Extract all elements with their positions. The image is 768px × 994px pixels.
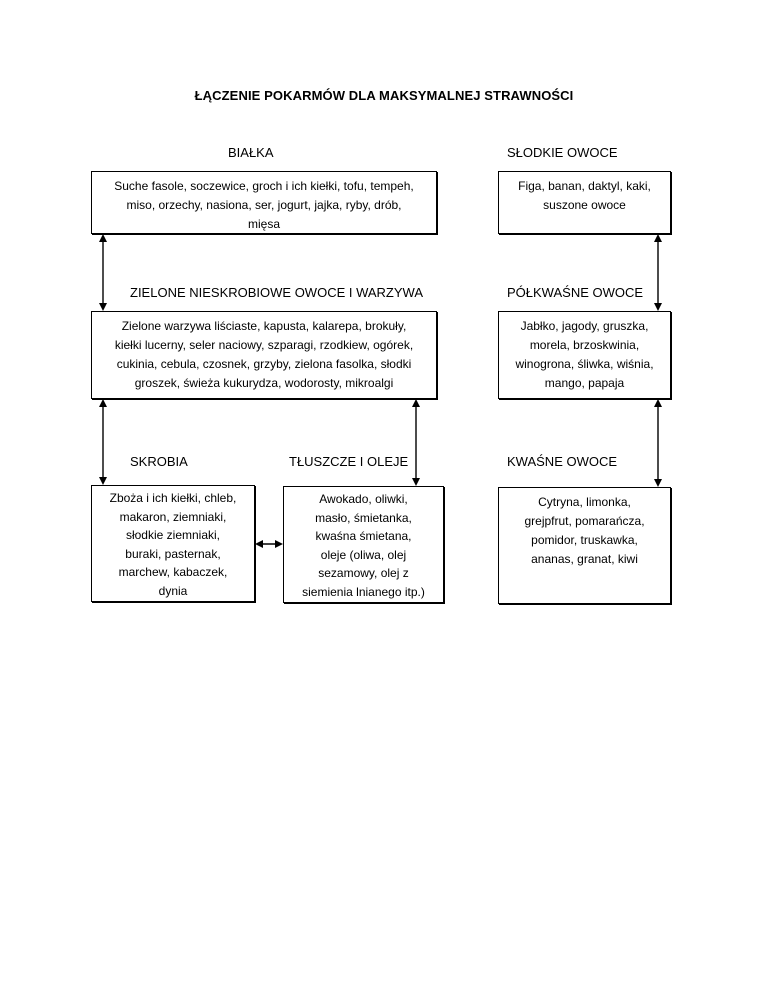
box-skrobia: Zboża i ich kiełki, chleb, makaron, ziem… <box>91 485 255 602</box>
heading-zielone: ZIELONE NIESKROBIOWE OWOCE I WARZYWA <box>130 285 424 300</box>
heading-slodkie-owoce: SŁODKIE OWOCE <box>507 145 618 160</box>
heading-polkwasne-owoce: PÓŁKWAŚNE OWOCE <box>507 285 644 300</box>
page-title: ŁĄCZENIE POKARMÓW DLA MAKSYMALNEJ STRAWN… <box>194 88 574 103</box>
heading-skrobia: SKROBIA <box>130 454 188 469</box>
box-polkwasne-owoce: Jabłko, jagody, gruszka, morela, brzoskw… <box>498 311 671 399</box>
box-bialka: Suche fasole, soczewice, groch i ich kie… <box>91 171 437 234</box>
box-slodkie-owoce: Figa, banan, daktyl, kaki, suszone owoce <box>498 171 671 234</box>
heading-kwasne-owoce: KWAŚNE OWOCE <box>507 454 618 469</box>
box-zielone: Zielone warzywa liściaste, kapusta, kala… <box>91 311 437 399</box>
box-tluszcze: Awokado, oliwki, masło, śmietanka, kwaśn… <box>283 486 444 603</box>
heading-tluszcze: TŁUSZCZE I OLEJE <box>289 454 409 469</box>
box-kwasne-owoce: Cytryna, limonka, grejpfrut, pomarańcza,… <box>498 487 671 604</box>
heading-bialka: BIAŁKA <box>228 145 274 160</box>
